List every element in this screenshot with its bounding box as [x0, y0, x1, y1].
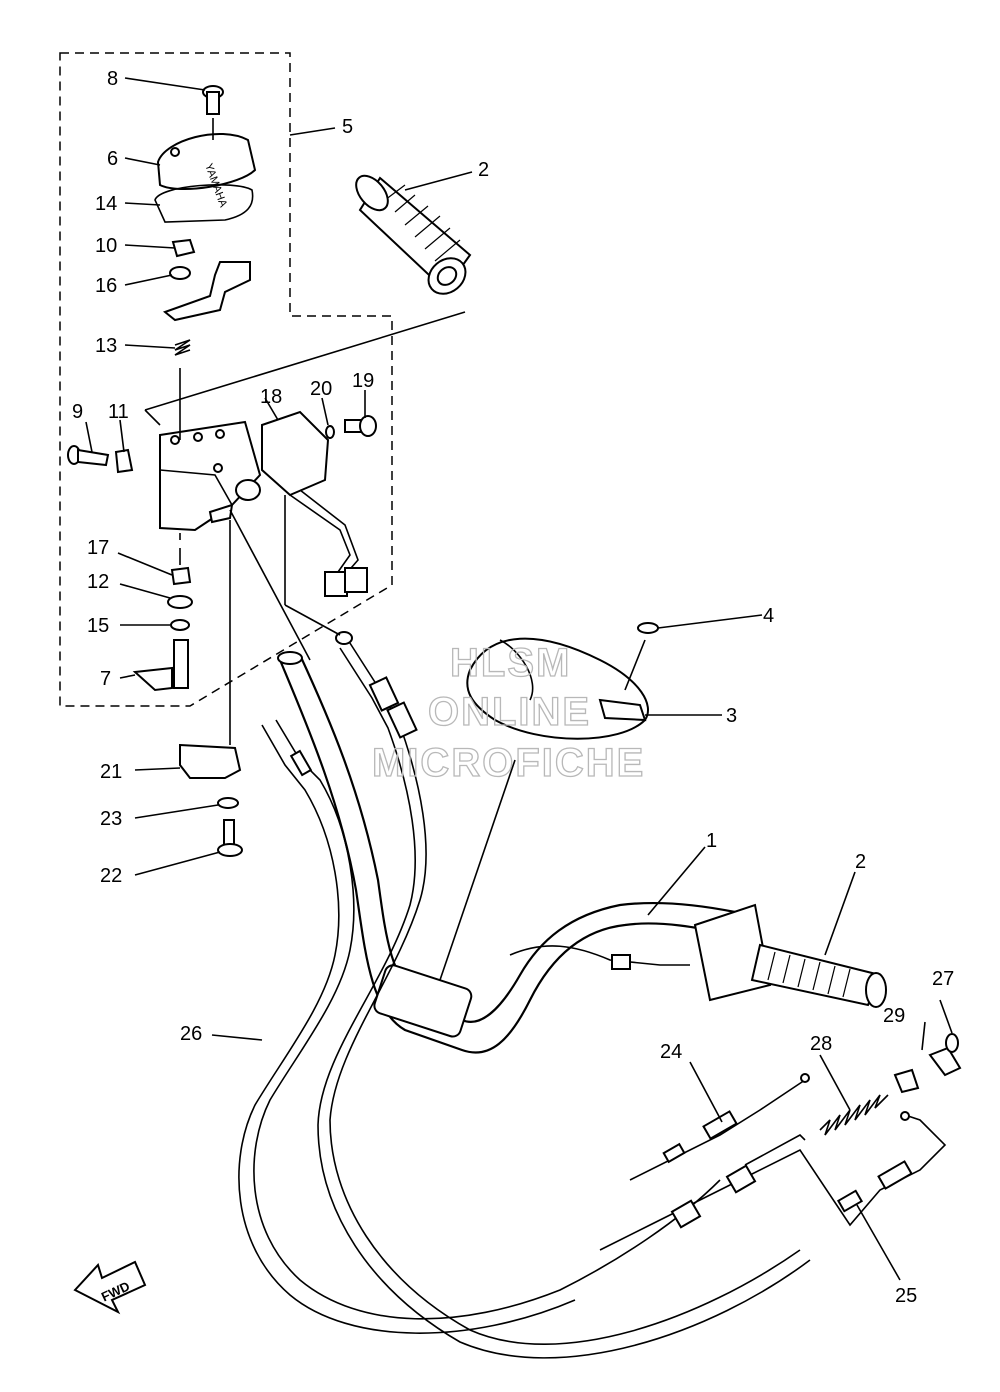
watermark-line-1: HLSM — [450, 641, 571, 685]
screw-part-8 — [202, 85, 224, 115]
callout-9: 9 — [72, 401, 83, 423]
callout-11: 11 — [108, 401, 129, 423]
callout-25: 25 — [895, 1285, 917, 1307]
callout-1: 1 — [706, 830, 717, 852]
bracket — [162, 261, 251, 322]
assembly-box-outline — [59, 52, 393, 707]
callout-29: 29 — [883, 1005, 905, 1027]
grip-cable-section — [509, 945, 690, 966]
screw-part-19 — [344, 415, 377, 437]
watermark-line-2: ONLINE — [428, 690, 591, 734]
handlebar — [277, 651, 736, 1054]
bushing-part-17 — [170, 566, 192, 586]
washer-part-23 — [217, 797, 239, 809]
switch-part-18 — [261, 410, 368, 597]
callout-13: 13 — [95, 335, 117, 357]
bolt-part-22 — [217, 819, 243, 857]
callout-2a: 2 — [478, 159, 489, 181]
cable-connector — [611, 954, 631, 970]
cap-part — [637, 622, 659, 634]
nut-part-10 — [171, 238, 196, 258]
cable-part-25 — [599, 1111, 947, 1251]
adjuster-part-29 — [893, 1068, 920, 1094]
spring-part-28 — [819, 1094, 889, 1136]
wing-bolt-part-27 — [928, 1033, 962, 1077]
callout-19: 19 — [352, 370, 374, 392]
handlebar-grip-upper — [355, 174, 472, 295]
callout-8: 8 — [107, 68, 118, 90]
washer-part-15 — [170, 619, 190, 631]
callout-7: 7 — [100, 668, 111, 690]
callout-24: 24 — [660, 1041, 682, 1063]
clamp-part-21 — [179, 743, 242, 779]
callout-10: 10 — [95, 235, 117, 257]
callout-labels: 1 2 2 3 4 5 6 7 8 9 10 11 12 13 14 15 16… — [72, 68, 954, 1307]
leader-lines — [85, 77, 953, 1281]
callout-22: 22 — [100, 865, 122, 887]
watermark: HLSM ONLINE MICROFICHE — [371, 640, 645, 785]
handlebar-pad — [466, 637, 649, 740]
spring-part-13 — [174, 339, 191, 356]
throttle-cable — [238, 719, 721, 1334]
callout-14: 14 — [95, 193, 117, 215]
callout-17: 17 — [87, 537, 109, 559]
watermark-line-3: MICROFICHE — [372, 741, 645, 785]
callout-2b: 2 — [855, 851, 866, 873]
switch-housing — [159, 420, 262, 532]
callout-4: 4 — [763, 605, 774, 627]
callout-18: 18 — [260, 386, 282, 408]
callout-23: 23 — [100, 808, 122, 830]
callout-20: 20 — [310, 378, 332, 400]
washer-part-12 — [167, 595, 193, 609]
clip-part-20 — [325, 425, 335, 439]
callout-5: 5 — [342, 116, 353, 138]
callout-28: 28 — [810, 1033, 832, 1055]
brake-cable — [317, 631, 811, 1359]
cable-part-24 — [629, 1073, 810, 1181]
callout-12: 12 — [87, 571, 109, 593]
nut-part-11 — [114, 448, 134, 474]
callout-3: 3 — [726, 705, 737, 727]
callout-6: 6 — [107, 148, 118, 170]
bolt-part-9 — [67, 445, 110, 467]
switch-top-cover: YAMAHA — [154, 132, 257, 223]
callout-16: 16 — [95, 275, 117, 297]
callout-27: 27 — [932, 968, 954, 990]
right-grip-assembly — [693, 903, 887, 1008]
forward-direction-arrow: FWD — [73, 1260, 147, 1315]
callout-21: 21 — [100, 761, 122, 783]
callout-15: 15 — [87, 615, 109, 637]
lever-part-7 — [132, 639, 189, 692]
callout-26: 26 — [180, 1023, 202, 1045]
washer-part-16 — [169, 266, 191, 280]
